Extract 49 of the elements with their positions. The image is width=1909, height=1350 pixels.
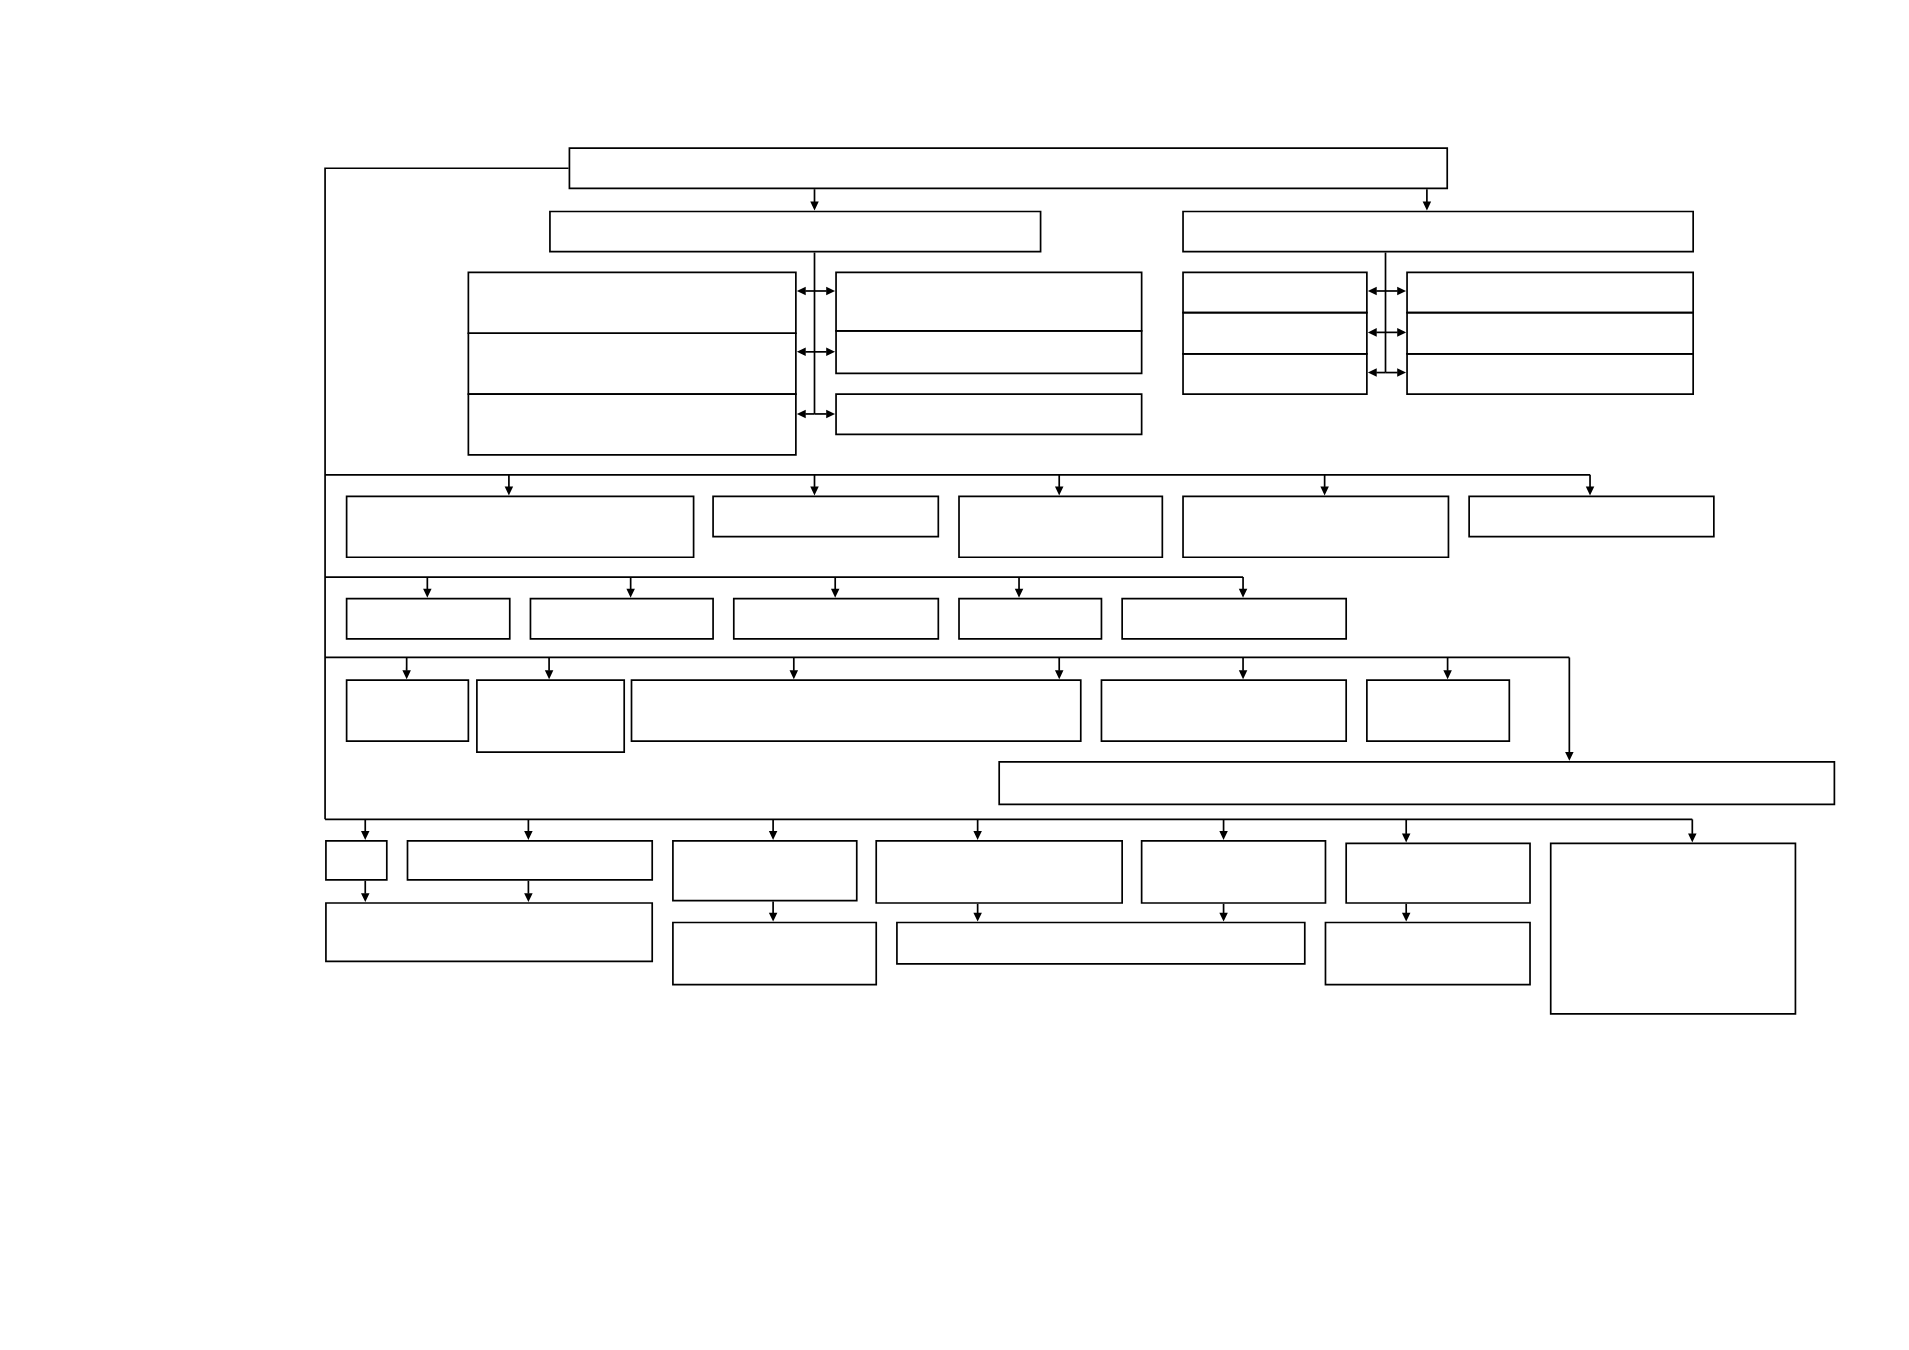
process-box	[630, 679, 1082, 742]
process-box	[467, 332, 797, 395]
process-box	[529, 597, 714, 640]
process-box	[1406, 311, 1694, 355]
connector-line	[324, 656, 1571, 659]
process-box	[1182, 495, 1450, 559]
process-box	[1140, 840, 1327, 904]
process-box	[712, 495, 940, 538]
connector-line	[324, 473, 1591, 476]
process-box	[476, 679, 626, 753]
process-box	[958, 495, 1164, 559]
process-box	[325, 902, 654, 963]
process-box	[1549, 842, 1797, 1015]
process-box	[672, 840, 858, 902]
process-box	[345, 597, 511, 640]
process-box	[1406, 271, 1694, 314]
process-box	[568, 147, 1449, 190]
process-box	[672, 921, 878, 986]
process-box	[835, 329, 1143, 375]
process-box	[549, 210, 1042, 253]
process-box	[875, 840, 1123, 904]
process-box	[1182, 353, 1368, 395]
connector-line	[813, 251, 816, 415]
process-box	[1100, 679, 1348, 742]
process-box	[1182, 311, 1368, 355]
process-box	[345, 679, 470, 742]
process-box	[835, 393, 1143, 436]
process-box	[345, 495, 695, 559]
process-box	[998, 760, 1836, 806]
process-box	[1406, 353, 1694, 395]
connector-line	[324, 167, 570, 821]
process-box	[467, 271, 797, 335]
process-box	[732, 597, 940, 640]
process-box	[1324, 921, 1531, 986]
process-box	[1366, 679, 1511, 742]
process-box	[1121, 597, 1348, 640]
process-box	[835, 271, 1143, 332]
connector-line	[324, 576, 1244, 578]
process-box	[1468, 495, 1715, 538]
process-box	[1182, 271, 1368, 314]
process-box	[896, 921, 1306, 965]
connector-line	[1384, 251, 1387, 374]
process-box	[467, 393, 797, 456]
process-box	[325, 840, 388, 881]
process-box	[1182, 210, 1694, 253]
process-box	[406, 840, 654, 881]
process-box	[958, 597, 1103, 640]
connector-line	[324, 818, 1694, 821]
process-box	[1345, 842, 1531, 904]
